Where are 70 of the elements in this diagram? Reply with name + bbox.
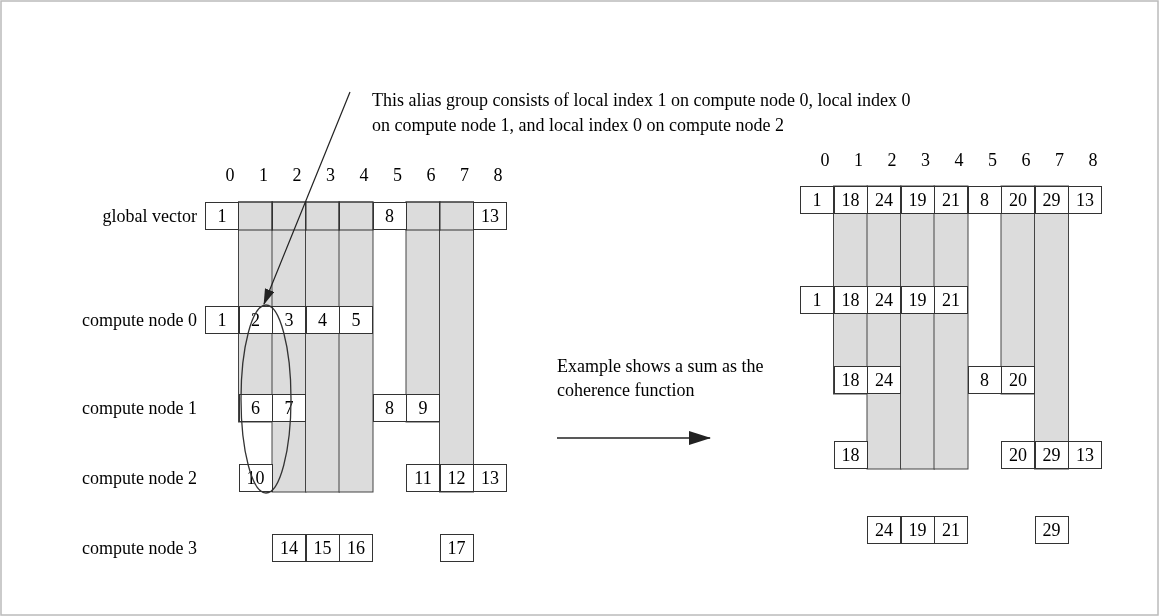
row-label: compute node 2 — [81, 467, 197, 489]
column-index: 0 — [819, 149, 831, 171]
value-cell: 20 — [1001, 366, 1035, 394]
column-index: 4 — [953, 149, 965, 171]
annotation-text: This alias group consists of local index 1 on compute node 0, local index 0 on compute node 1, and local index 0 on compute node 2 — [348, 88, 932, 138]
value-cell: 13 — [1068, 441, 1102, 469]
value-cell: 5 — [339, 306, 373, 334]
value-cell: 4 — [305, 306, 340, 334]
value-cell: 13 — [473, 202, 507, 230]
column-index: 8 — [492, 164, 504, 186]
value-cell: 16 — [339, 534, 373, 562]
value-cell: 18 — [833, 286, 868, 314]
row-label: compute node 0 — [81, 309, 197, 331]
column-index: 1 — [853, 149, 864, 171]
column-index: 7 — [459, 164, 470, 186]
value-cell: 8 — [372, 394, 407, 422]
column-index: 6 — [1020, 149, 1032, 171]
value-cell: 3 — [272, 306, 306, 334]
column-index: 1 — [258, 164, 269, 186]
column-index: 3 — [920, 149, 931, 171]
value-cell: 29 — [1034, 186, 1069, 214]
value-cell: 15 — [305, 534, 340, 562]
value-cell: 9 — [406, 394, 440, 422]
column-index: 5 — [987, 149, 998, 171]
value-cell: 21 — [934, 516, 968, 544]
value-cell: 19 — [900, 286, 935, 314]
column-index: 5 — [392, 164, 403, 186]
column-index: 2 — [291, 164, 303, 186]
value-cell: 19 — [900, 186, 935, 214]
alias-group-ellipse — [240, 304, 292, 494]
value-cell: 18 — [833, 366, 868, 394]
value-cell: 8 — [967, 366, 1002, 394]
value-cell: 11 — [406, 464, 440, 492]
column-index: 8 — [1087, 149, 1099, 171]
value-cell: 1 — [800, 286, 834, 314]
value-cell: 21 — [934, 286, 968, 314]
value-cell: 6 — [238, 394, 273, 422]
value-cell: 8 — [372, 202, 407, 230]
value-cell: 20 — [1001, 186, 1035, 214]
value-cell: 24 — [867, 186, 901, 214]
note-text: Example shows a sum as the coherence function — [557, 355, 765, 402]
value-cell: 24 — [867, 366, 901, 394]
column-index: 6 — [425, 164, 437, 186]
column-index: 2 — [886, 149, 898, 171]
value-cell: 20 — [1001, 441, 1035, 469]
value-cell: 1 — [205, 306, 239, 334]
row-label: compute node 1 — [81, 397, 197, 419]
leader-line — [263, 91, 351, 305]
value-cell: 14 — [272, 534, 306, 562]
column-index: 4 — [358, 164, 370, 186]
value-cell: 12 — [439, 464, 474, 492]
value-cell: 29 — [1034, 516, 1069, 544]
value-cell: 21 — [934, 186, 968, 214]
column-index: 7 — [1054, 149, 1065, 171]
value-cell: 24 — [867, 286, 901, 314]
row-label: compute node 3 — [81, 537, 197, 559]
value-cell: 17 — [439, 534, 474, 562]
column-index: 0 — [224, 164, 236, 186]
value-cell: 19 — [900, 516, 935, 544]
value-cell: 8 — [967, 186, 1002, 214]
value-cell: 13 — [473, 464, 507, 492]
column-index: 3 — [325, 164, 336, 186]
value-cell: 24 — [867, 516, 901, 544]
value-cell: 29 — [1034, 441, 1069, 469]
row-label: global vector — [101, 205, 197, 227]
value-cell: 1 — [205, 202, 239, 230]
value-cell: 1 — [800, 186, 834, 214]
value-cell: 18 — [833, 186, 868, 214]
value-cell: 18 — [833, 441, 868, 469]
value-cell: 13 — [1068, 186, 1102, 214]
